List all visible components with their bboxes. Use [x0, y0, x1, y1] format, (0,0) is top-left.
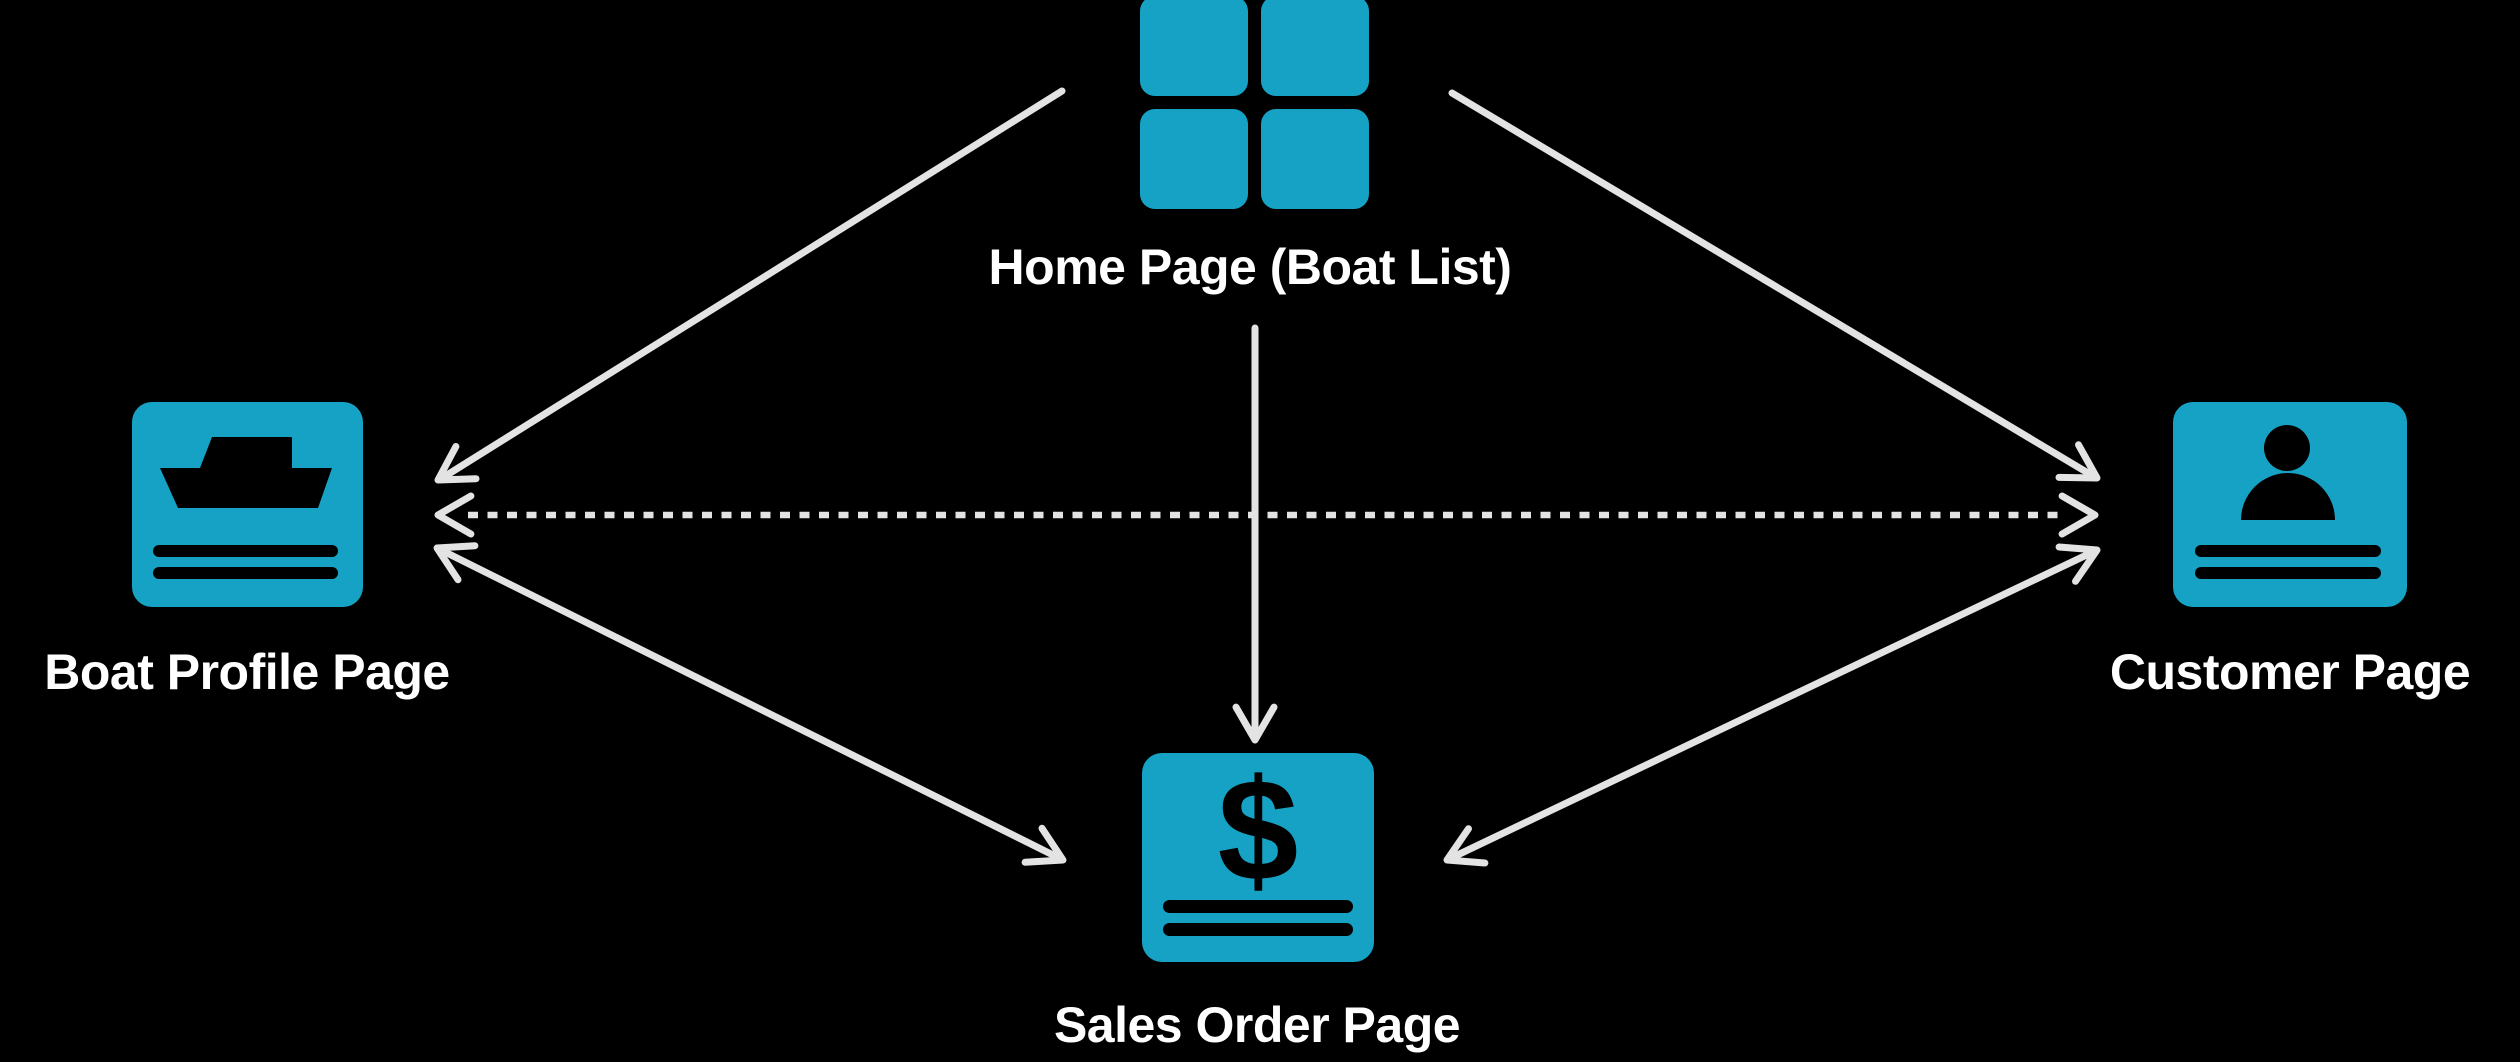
dollar-glyph: $	[1218, 753, 1299, 911]
boat-icon	[132, 402, 363, 607]
arrowhead	[434, 443, 480, 484]
arrow-home-to-customer	[1448, 89, 2101, 482]
arrow-boat-profile-customer-dotted	[434, 492, 2099, 538]
person-icon	[2173, 402, 2407, 607]
arrowhead	[1232, 703, 1278, 744]
grid-icon-tile	[1140, 0, 1248, 96]
arrow-home-to-sales-order	[1232, 324, 1278, 744]
arrow-customer-sales-order	[1443, 543, 2101, 867]
person-icon-art	[2195, 425, 2381, 579]
dollar-icon-art: $	[1163, 753, 1353, 936]
node-label-sales-order: Sales Order Page	[1053, 997, 1461, 1053]
grid-icon	[1140, 0, 1369, 209]
arrowhead	[1443, 825, 1489, 867]
arrow-home-to-boat-profile	[434, 87, 1066, 484]
boat-icon-art	[153, 437, 338, 579]
arrowhead	[433, 542, 479, 584]
arrowhead	[2055, 441, 2101, 482]
arrow-boat-profile-sales-order	[433, 542, 1067, 866]
arrowhead	[434, 492, 475, 538]
dollar-icon: $	[1142, 753, 1374, 962]
arrowhead	[2058, 492, 2099, 538]
grid-icon-tile	[1261, 109, 1369, 209]
arrowhead	[2055, 543, 2101, 585]
grid-icon-tile	[1140, 109, 1248, 209]
arrowhead	[1021, 824, 1067, 866]
node-label-home: Home Page (Boat List)	[988, 239, 1512, 295]
node-label-boat-profile: Boat Profile Page	[44, 644, 450, 700]
node-label-customer: Customer Page	[2109, 644, 2471, 700]
grid-icon-tile	[1261, 0, 1369, 96]
